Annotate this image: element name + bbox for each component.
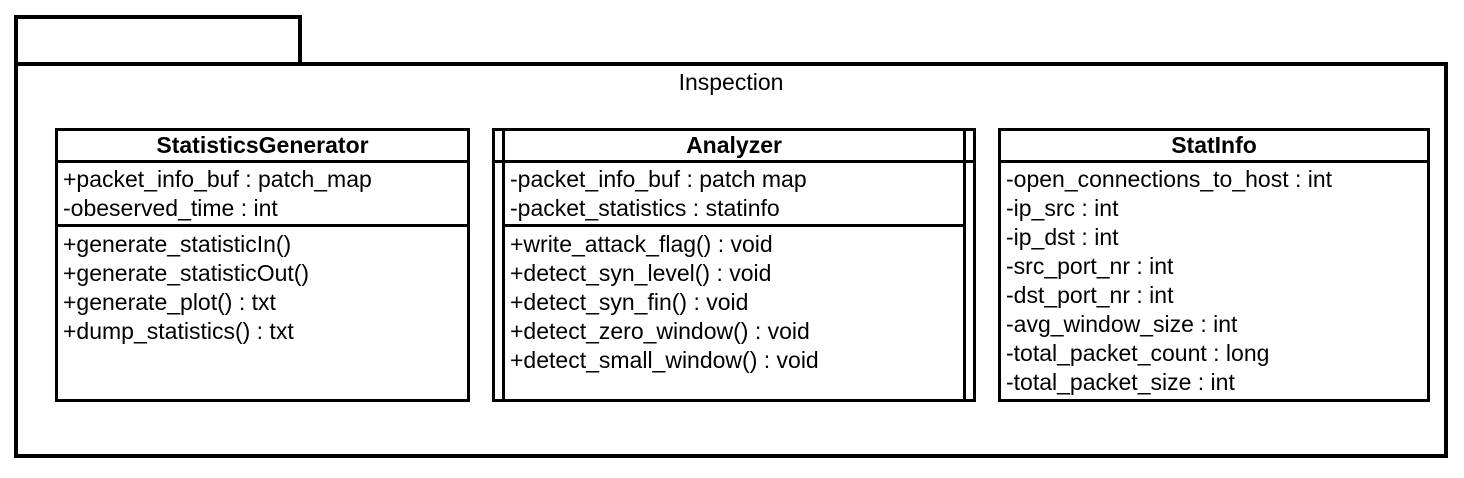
active-class-border-right: [963, 131, 966, 399]
class-box-statisticsgenerator: StatisticsGenerator +packet_info_buf : p…: [55, 128, 470, 402]
attribute-row: -src_port_nr : int: [1006, 253, 1174, 279]
attribute-row: -packet_statistics : statinfo: [510, 195, 780, 221]
attribute-row: -total_packet_size : int: [1006, 369, 1235, 395]
method-row: +generate_plot() : txt: [63, 289, 276, 315]
method-row: +generate_statisticIn(): [63, 231, 292, 257]
method-row: +detect_zero_window() : void: [510, 318, 810, 344]
package-name: Inspection: [678, 69, 784, 95]
package-inspection: Inspection StatisticsGenerator +packet_i…: [14, 62, 1448, 458]
method-row: +generate_statisticOut(): [63, 260, 310, 286]
package-tab: [14, 15, 302, 62]
method-row: +dump_statistics() : txt: [63, 318, 294, 344]
attribute-row: -obeserved_time : int: [63, 195, 278, 221]
attribute-row: -open_connections_to_host : int: [1006, 166, 1333, 192]
compartment-divider: [58, 224, 467, 227]
attributes-compartment: -packet_info_buf : patch map -packet_sta…: [495, 163, 973, 224]
attribute-row: -packet_info_buf : patch map: [510, 166, 807, 192]
attribute-row: -ip_src : int: [1006, 195, 1119, 221]
class-name: Analyzer: [495, 131, 973, 163]
class-name: StatInfo: [1001, 131, 1427, 163]
methods-compartment: +generate_statisticIn() +generate_statis…: [58, 227, 467, 346]
attributes-compartment: -open_connections_to_host : int -ip_src …: [1001, 163, 1427, 397]
attribute-row: -dst_port_nr : int: [1006, 282, 1174, 308]
class-box-statinfo: StatInfo -open_connections_to_host : int…: [998, 128, 1430, 402]
method-row: +detect_syn_fin() : void: [510, 289, 749, 315]
methods-compartment: +write_attack_flag() : void +detect_syn_…: [495, 227, 973, 375]
compartment-divider: [505, 224, 963, 227]
attribute-row: +packet_info_buf : patch_map: [63, 166, 372, 192]
attribute-row: -total_packet_count : long: [1006, 340, 1270, 366]
method-row: +detect_small_window() : void: [510, 347, 819, 373]
attribute-row: -ip_dst : int: [1006, 224, 1119, 250]
active-class-border-left: [502, 131, 505, 399]
method-row: +detect_syn_level() : void: [510, 260, 772, 286]
method-row: +write_attack_flag() : void: [510, 231, 773, 257]
class-box-analyzer: Analyzer -packet_info_buf : patch map -p…: [492, 128, 976, 402]
attributes-compartment: +packet_info_buf : patch_map -obeserved_…: [58, 163, 467, 224]
attribute-row: -avg_window_size : int: [1006, 311, 1238, 337]
class-name: StatisticsGenerator: [58, 131, 467, 163]
